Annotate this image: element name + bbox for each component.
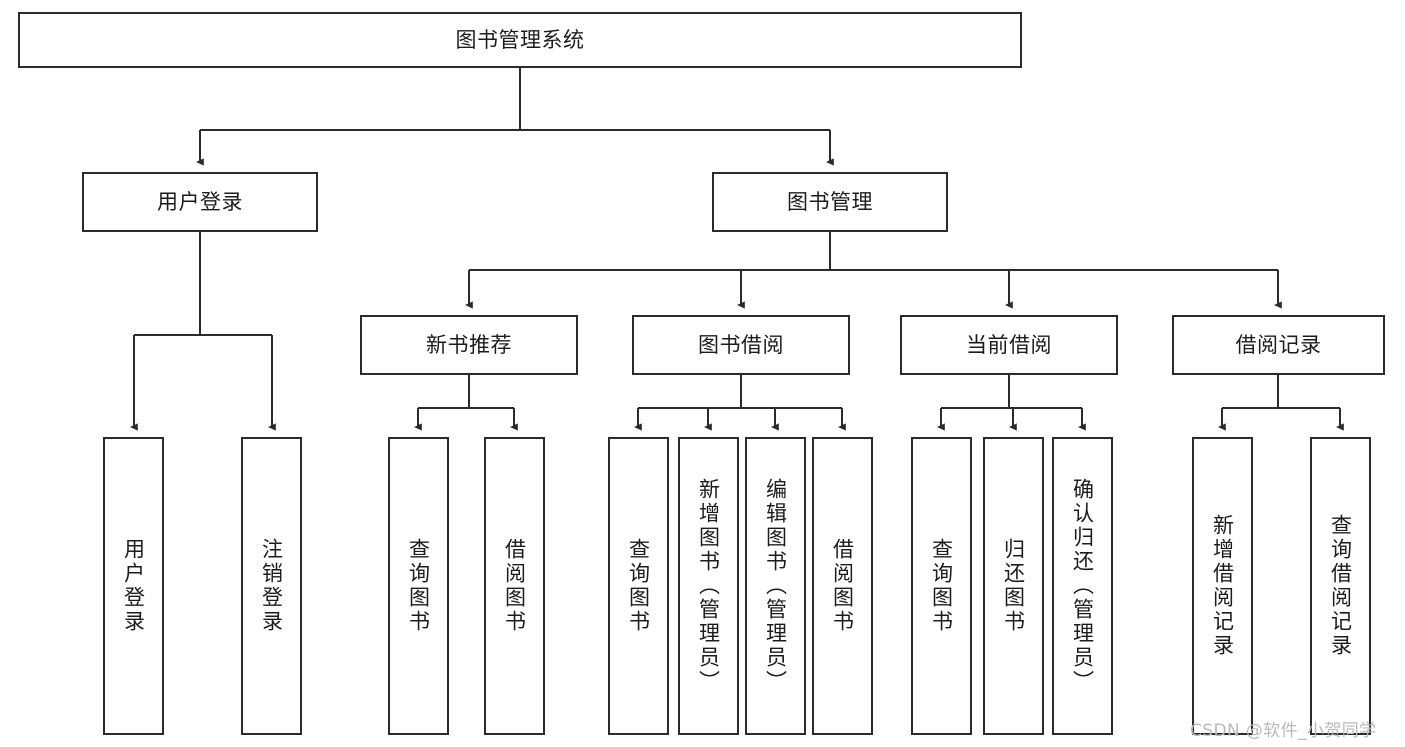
- node-leaf-borrow-book-label: 借阅图书: [830, 538, 855, 634]
- node-leaf-query-borrow-record-label: 查询借阅记录: [1328, 514, 1353, 658]
- node-leaf-query-book-borrow-label: 查询图书: [626, 538, 651, 634]
- node-leaf-query-book-recommend[interactable]: 查询图书: [388, 437, 449, 735]
- node-leaf-query-book-current-label: 查询图书: [929, 538, 954, 634]
- node-leaf-query-book-borrow[interactable]: 查询图书: [608, 437, 669, 735]
- csdn-watermark: CSDN @软件_小贺同学: [1190, 721, 1377, 741]
- node-leaf-add-book-admin-label: 新增图书（管理员）: [696, 478, 721, 694]
- node-user-login-label: 用户登录: [157, 189, 243, 214]
- node-book-borrow[interactable]: 图书借阅: [632, 315, 850, 375]
- node-leaf-user-login-label: 用户登录: [121, 538, 146, 634]
- node-book-management-label: 图书管理: [787, 189, 873, 214]
- node-leaf-borrow-book-recommend-label: 借阅图书: [502, 538, 527, 634]
- node-new-book-recommend-label: 新书推荐: [426, 332, 512, 357]
- node-leaf-return-book[interactable]: 归还图书: [983, 437, 1044, 735]
- node-leaf-logout-label: 注销登录: [259, 538, 284, 634]
- node-leaf-add-borrow-record-label: 新增借阅记录: [1210, 514, 1235, 658]
- node-leaf-query-book-recommend-label: 查询图书: [406, 538, 431, 634]
- node-leaf-logout[interactable]: 注销登录: [241, 437, 302, 735]
- node-current-borrow-label: 当前借阅: [966, 332, 1052, 357]
- node-leaf-borrow-book[interactable]: 借阅图书: [812, 437, 873, 735]
- node-leaf-borrow-book-recommend[interactable]: 借阅图书: [484, 437, 545, 735]
- node-root-label: 图书管理系统: [455, 27, 585, 52]
- node-leaf-confirm-return-admin[interactable]: 确认归还（管理员）: [1052, 437, 1113, 735]
- node-borrow-record-label: 借阅记录: [1235, 332, 1322, 357]
- node-leaf-query-book-current[interactable]: 查询图书: [911, 437, 972, 735]
- node-borrow-record[interactable]: 借阅记录: [1172, 315, 1385, 375]
- node-root[interactable]: 图书管理系统: [18, 12, 1022, 68]
- node-leaf-query-borrow-record[interactable]: 查询借阅记录: [1310, 437, 1371, 735]
- node-leaf-return-book-label: 归还图书: [1001, 538, 1026, 634]
- node-leaf-edit-book-admin[interactable]: 编辑图书（管理员）: [745, 437, 806, 735]
- node-new-book-recommend[interactable]: 新书推荐: [360, 315, 578, 375]
- node-leaf-confirm-return-admin-label: 确认归还（管理员）: [1070, 478, 1095, 694]
- node-leaf-add-borrow-record[interactable]: 新增借阅记录: [1192, 437, 1253, 735]
- node-leaf-user-login[interactable]: 用户登录: [103, 437, 164, 735]
- node-book-borrow-label: 图书借阅: [698, 332, 784, 357]
- node-current-borrow[interactable]: 当前借阅: [900, 315, 1118, 375]
- node-leaf-add-book-admin[interactable]: 新增图书（管理员）: [678, 437, 739, 735]
- node-leaf-edit-book-admin-label: 编辑图书（管理员）: [763, 478, 788, 694]
- node-user-login[interactable]: 用户登录: [82, 172, 318, 232]
- node-book-management[interactable]: 图书管理: [712, 172, 948, 232]
